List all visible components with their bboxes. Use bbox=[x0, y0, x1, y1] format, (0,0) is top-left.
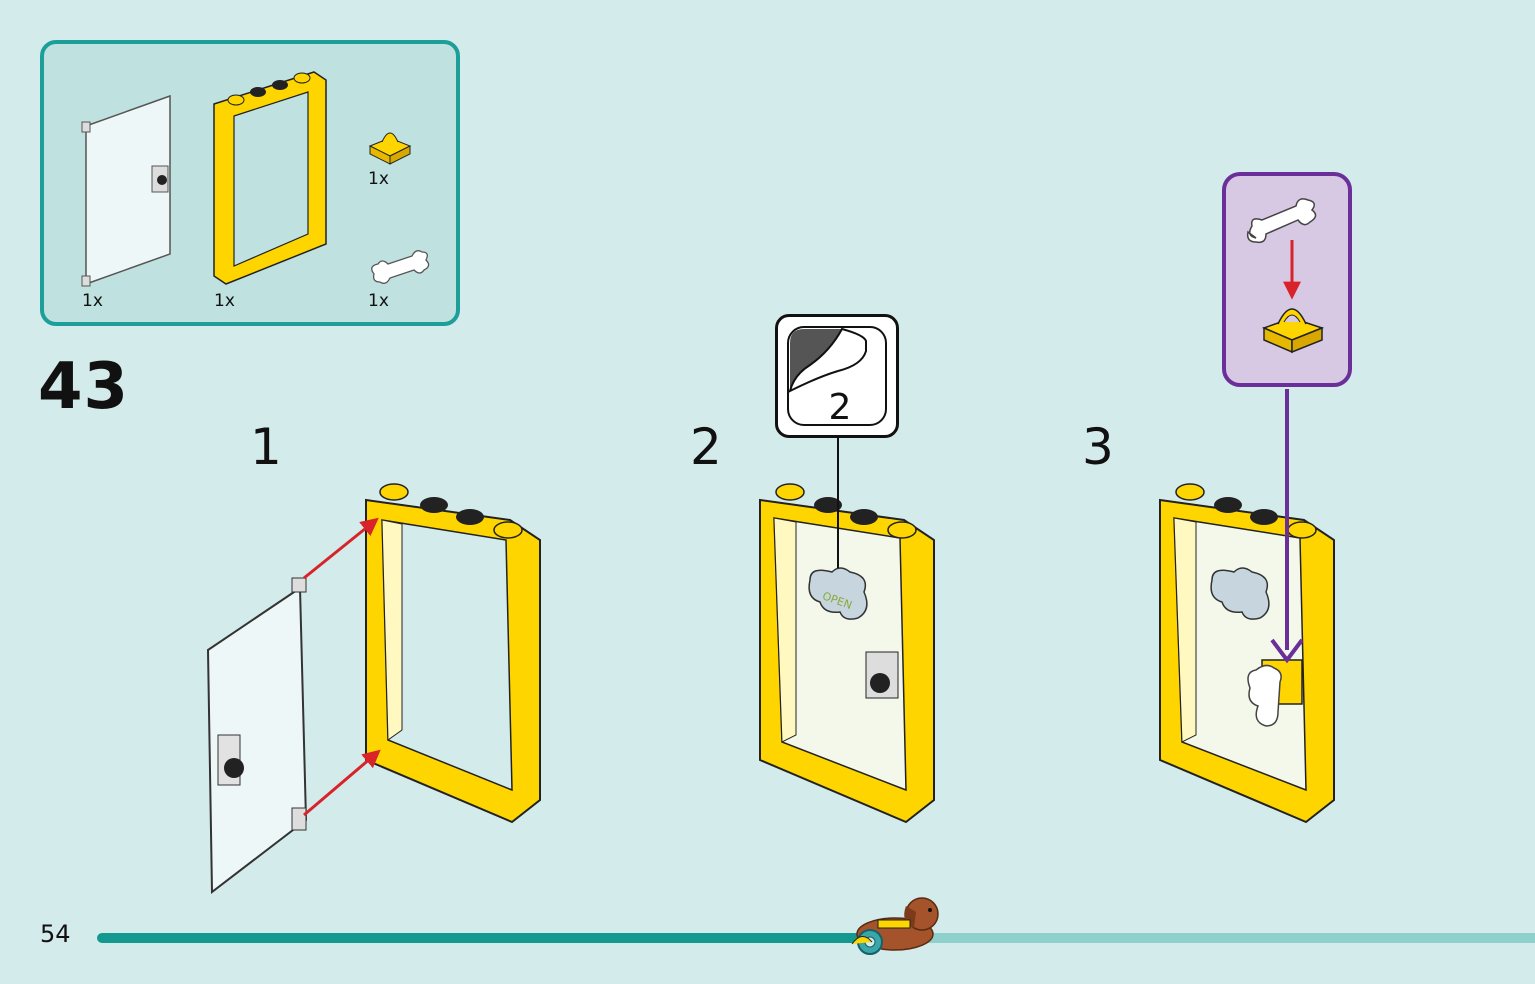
sticker-number: 2 bbox=[828, 387, 852, 428]
substep-3-frame bbox=[1159, 483, 1335, 824]
step-number: 43 bbox=[38, 350, 130, 424]
sticker-callout: 2 bbox=[775, 314, 899, 438]
dog-mascot-icon bbox=[851, 897, 939, 955]
parts-illustrations bbox=[81, 71, 430, 287]
door-panel-qty: 1x bbox=[82, 291, 103, 311]
door-panel-icon bbox=[81, 94, 171, 287]
callout-bone-icon bbox=[1246, 198, 1317, 244]
callout-pointer-arrowhead bbox=[1270, 638, 1304, 664]
substep-1-frame bbox=[365, 483, 541, 824]
parts-list-box: 1x 1x 1x 1x bbox=[40, 40, 460, 326]
substep-2-frame bbox=[759, 483, 935, 824]
substep-3-number: 3 bbox=[1082, 418, 1114, 476]
substep-2-number: 2 bbox=[690, 418, 722, 476]
attach-arrow-bottom bbox=[303, 749, 381, 817]
substep-1-door-panel bbox=[206, 577, 308, 895]
subassembly-illustration bbox=[1246, 198, 1325, 354]
bone-attached bbox=[1247, 664, 1282, 727]
bone-icon bbox=[371, 250, 430, 284]
bone-qty: 1x bbox=[368, 291, 389, 311]
clip-plate-qty: 1x bbox=[368, 169, 389, 189]
page-number: 54 bbox=[40, 920, 71, 948]
door-frame-icon bbox=[213, 71, 327, 285]
subassembly-callout bbox=[1222, 172, 1352, 387]
clip-plate-icon bbox=[368, 132, 412, 165]
door-frame-qty: 1x bbox=[214, 291, 235, 311]
sticker-open-sign bbox=[808, 567, 868, 620]
attach-arrow-top bbox=[303, 517, 379, 580]
substep-1-number: 1 bbox=[250, 418, 282, 476]
sticker-peel-icon bbox=[787, 326, 887, 426]
callout-clip-plate-icon bbox=[1261, 308, 1325, 354]
